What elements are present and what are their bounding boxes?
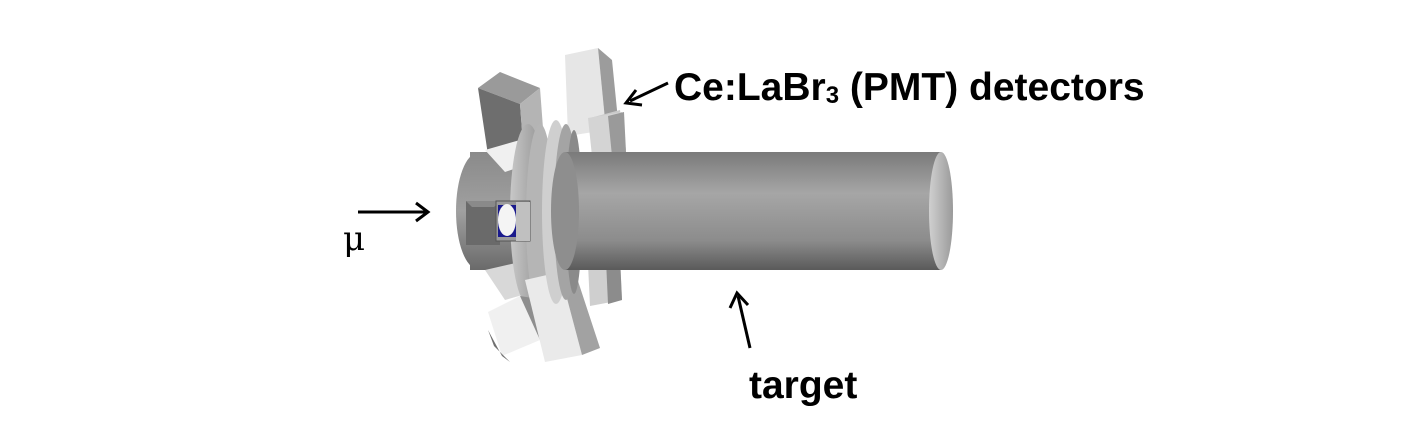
detector-right-upper (588, 112, 626, 156)
beam-window (466, 200, 531, 245)
target-arrow (728, 290, 752, 349)
beam-label: μ (343, 219, 366, 259)
detectors-label-subscript: 3 (825, 82, 840, 109)
detectors-label-suffix: (PMT) detectors (839, 66, 1145, 109)
target-label: target (749, 364, 858, 407)
detectors-label-prefix: Ce:LaBr (674, 66, 826, 109)
detectors-label: Ce:LaBr3 (PMT) detectors (674, 68, 1145, 108)
beam-arrow (358, 201, 431, 223)
detectors-arrow (623, 81, 669, 107)
target-cylinder (551, 152, 953, 270)
